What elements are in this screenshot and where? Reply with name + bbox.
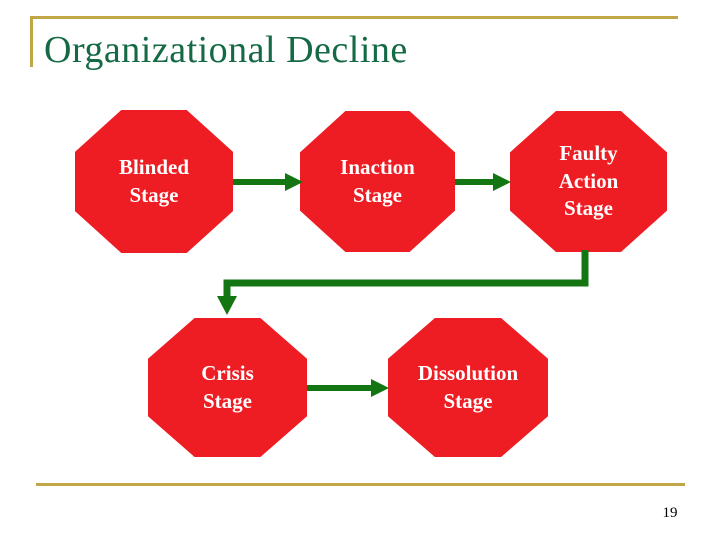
footer-rule xyxy=(36,483,685,486)
stage-octagon-inaction: Inaction Stage xyxy=(300,111,455,252)
stage-octagon-crisis: Crisis Stage xyxy=(148,318,307,457)
stage-octagon-dissolution: Dissolution Stage xyxy=(388,318,548,457)
stage-label-faulty-action: Faulty Action Stage xyxy=(558,140,619,221)
arrow-crisis-to-dissolution-icon xyxy=(307,379,389,397)
page-number: 19 xyxy=(662,505,678,521)
stage-label-crisis: Crisis Stage xyxy=(201,360,254,413)
stage-label-blinded: Blinded Stage xyxy=(118,154,190,207)
stage-octagon-blinded: Blinded Stage xyxy=(75,110,233,253)
arrow-blinded-to-inaction-icon xyxy=(233,173,303,191)
title-bracket-rule xyxy=(30,16,33,67)
stage-octagon-faulty-action: Faulty Action Stage xyxy=(510,111,667,252)
arrow-inaction-to-faulty-action-icon xyxy=(455,173,511,191)
arrow-faulty-action-to-crisis-icon xyxy=(217,250,589,315)
header-rule xyxy=(30,16,678,19)
stage-label-inaction: Inaction Stage xyxy=(340,154,415,207)
stage-label-dissolution: Dissolution Stage xyxy=(417,360,519,413)
slide-title: Organizational Decline xyxy=(44,29,408,71)
